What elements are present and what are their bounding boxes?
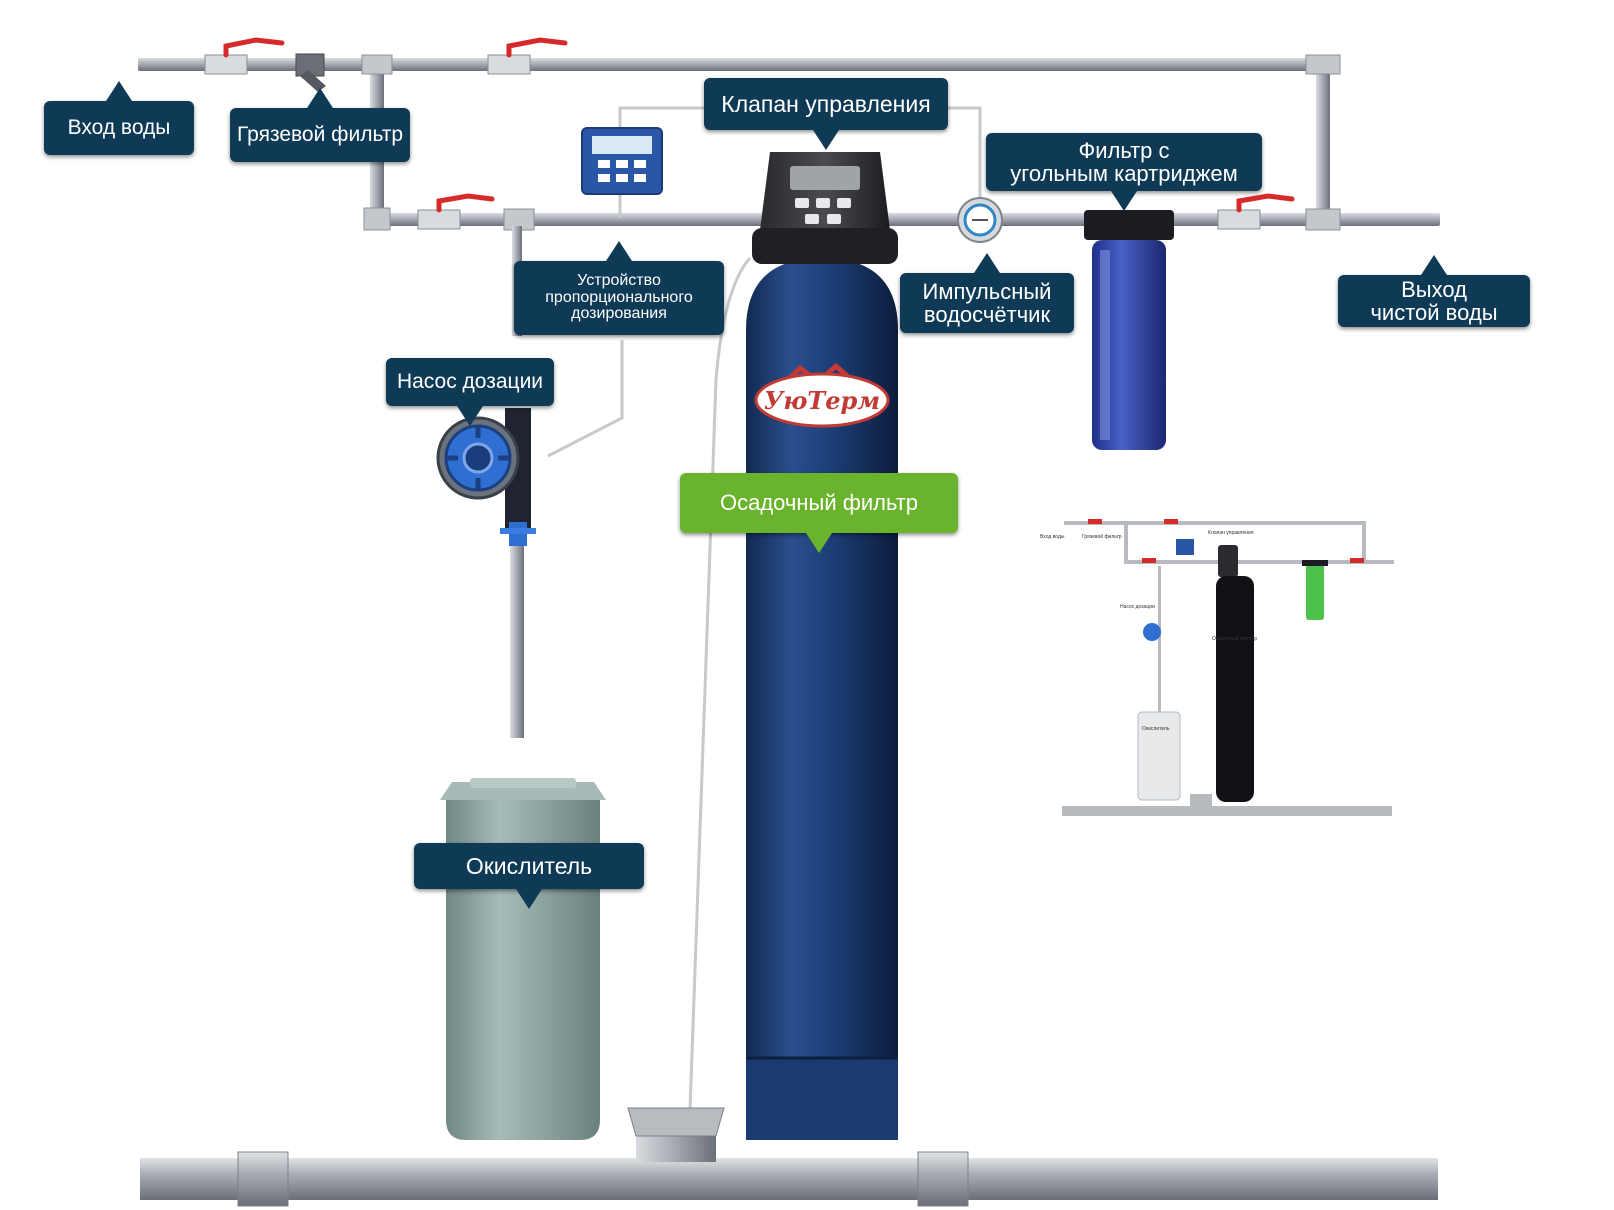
inset-label-oxidizer: Окислитель xyxy=(1142,726,1170,732)
proportional-dosing-label: Устройство пропорционального дозирования xyxy=(514,241,724,335)
ball-valve-icon xyxy=(417,193,495,230)
inset-label-dosing-pump: Насос дозации xyxy=(1120,604,1155,610)
control-valve-head xyxy=(752,152,898,264)
sediment-filter-label: Осадочный фильтр xyxy=(680,473,958,553)
logo-badge-icon: УюТерм xyxy=(754,363,890,428)
oxidizer-tank xyxy=(440,778,606,1140)
bottom-main-pipe xyxy=(140,1107,1438,1207)
controller-icon xyxy=(581,127,663,195)
inset-label-control-valve: Клапан управления xyxy=(1208,530,1254,536)
pulse-meter-icon xyxy=(957,197,1003,243)
carbon-filter-housing xyxy=(1084,210,1174,450)
oxidizer-label: Окислитель xyxy=(414,843,644,909)
clean-water-outlet-label: Выход чистой воды xyxy=(1338,255,1530,327)
mud-filter-icon xyxy=(295,53,326,92)
inset-diagram xyxy=(1062,519,1394,816)
dosing-pump-icon xyxy=(436,408,536,546)
water-inlet-label: Вход воды xyxy=(44,81,194,155)
inset-label-sediment-filter: Осадочный фильтр xyxy=(1212,636,1258,642)
pulse-meter-label: Импульсный водосчётчик xyxy=(900,253,1074,333)
mud-filter-label: Грязевой фильтр xyxy=(230,88,410,162)
carbon-filter-label: Фильтр с угольным картриджем xyxy=(986,133,1262,211)
control-valve-label: Клапан управления xyxy=(704,78,948,150)
ball-valve-icon xyxy=(487,37,568,75)
ball-valve-icon xyxy=(204,37,285,75)
inset-label-inlet: Вход воды xyxy=(1040,534,1065,540)
dosing-pump-label: Насос дозации xyxy=(386,358,554,426)
brand-logo-text: УюТерм xyxy=(764,386,880,415)
inset-label-mud-filter: Грязевой фильтр xyxy=(1082,534,1122,540)
ball-valve-icon xyxy=(1217,193,1295,230)
